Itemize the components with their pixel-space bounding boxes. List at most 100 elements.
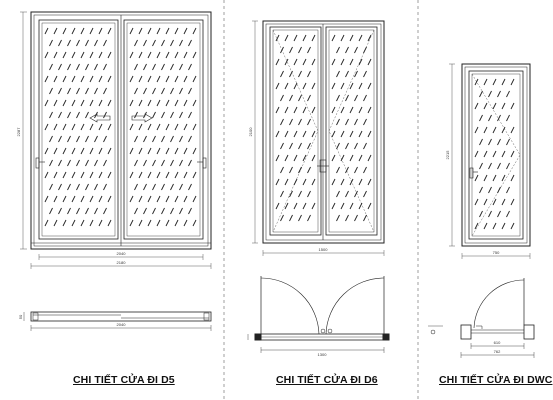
glass-hatch-stroke (161, 87, 165, 95)
glass-hatch-stroke (67, 207, 71, 215)
glass-hatch-stroke (170, 207, 174, 215)
glass-hatch-stroke (354, 166, 358, 174)
glass-hatch-stroke (170, 111, 174, 119)
glass-hatch-stroke (156, 147, 161, 155)
dwc-width-dim: 750 (493, 250, 500, 255)
glass-hatch-stroke (506, 186, 510, 194)
glass-hatch-stroke (336, 46, 340, 54)
glass-hatch-stroke (53, 99, 58, 107)
glass-hatch-dwc (474, 78, 515, 230)
d6-height-dim: 2100 (248, 127, 253, 137)
glass-hatch-stroke (170, 159, 174, 167)
glass-hatch-stroke (58, 159, 62, 167)
title-d5: CHI TIẾT CỬA ĐI D5 (73, 374, 175, 386)
glass-hatch-stroke (284, 154, 289, 162)
glass-hatch-stroke (165, 27, 170, 35)
glass-hatch-stroke (156, 219, 161, 227)
glass-hatch-stroke (497, 114, 501, 122)
glass-hatch-stroke (71, 195, 76, 203)
glass-hatch-stroke (44, 51, 49, 59)
glass-hatch-stroke (284, 202, 289, 210)
glass-hatch-stroke (358, 130, 363, 138)
glass-hatch-stroke (103, 183, 107, 191)
d6-plan-width-dim: 1300 (318, 352, 328, 357)
glass-hatch-stroke (492, 126, 497, 134)
glass-hatch-stroke (311, 82, 316, 90)
glass-hatch-stroke (506, 138, 510, 146)
glass-hatch-stroke (302, 202, 307, 210)
glass-hatch-stroke (53, 27, 58, 35)
glass-hatch-stroke (129, 75, 134, 83)
glass-hatch-stroke (188, 135, 192, 143)
glass-hatch-stroke (143, 207, 147, 215)
glass-hatch-stroke (510, 78, 515, 86)
glass-hatch-stroke (143, 159, 147, 167)
glass-hatch-stroke (152, 183, 156, 191)
glass-hatch-stroke (62, 171, 67, 179)
glass-hatch-stroke (488, 114, 492, 122)
glass-hatch-stroke (497, 138, 501, 146)
glass-hatch-stroke (174, 99, 179, 107)
glass-hatch-stroke (275, 154, 280, 162)
glass-hatch-stroke (298, 190, 302, 198)
glass-hatch-stroke (280, 214, 284, 222)
glass-hatch-stroke (85, 39, 89, 47)
glass-hatch-stroke (349, 106, 354, 114)
glass-hatch-stroke (506, 210, 510, 218)
glass-hatch-stroke (44, 27, 49, 35)
glass-hatch-stroke (183, 75, 188, 83)
glass-hatch-stroke (289, 46, 293, 54)
glass-hatch-stroke (67, 87, 71, 95)
glass-hatch-stroke (103, 135, 107, 143)
glass-hatch-stroke (506, 114, 510, 122)
glass-hatch-stroke (474, 198, 479, 206)
glass-hatch-stroke (89, 75, 94, 83)
glass-hatch-stroke (138, 171, 143, 179)
glass-hatch-stroke (358, 178, 363, 186)
glass-hatch-stroke (336, 190, 340, 198)
glass-hatch-stroke (358, 202, 363, 210)
d5-plan-section (23, 311, 212, 331)
glass-hatch-stroke (298, 142, 302, 150)
dwc-dimensions (449, 63, 531, 259)
glass-hatch-stroke (103, 63, 107, 71)
glass-hatch-stroke (156, 27, 161, 35)
glass-hatch-stroke (363, 118, 367, 126)
glass-hatch-stroke (307, 142, 311, 150)
glass-hatch-stroke (349, 58, 354, 66)
glass-hatch-stroke (479, 162, 483, 170)
dwc-plan-width-dim: 762 (494, 349, 501, 354)
glass-hatch-stroke (188, 63, 192, 71)
glass-hatch-stroke (44, 99, 49, 107)
glass-hatch-stroke (49, 207, 53, 215)
glass-hatch-stroke (183, 147, 188, 155)
glass-hatch-stroke (302, 154, 307, 162)
glass-hatch-stroke (280, 190, 284, 198)
glass-hatch-stroke (98, 147, 103, 155)
glass-hatch-stroke (506, 162, 510, 170)
glass-hatch-stroke (76, 63, 80, 71)
glass-hatch-stroke (336, 70, 340, 78)
glass-hatch-stroke (479, 90, 483, 98)
glass-hatch-stroke (85, 135, 89, 143)
glass-hatch-stroke (152, 87, 156, 95)
glass-hatch-stroke (474, 126, 479, 134)
glass-hatch-stroke (336, 166, 340, 174)
glass-hatch-stroke (284, 178, 289, 186)
glass-hatch-stroke (367, 202, 372, 210)
glass-hatch-stroke (280, 142, 284, 150)
glass-hatch-stroke (349, 202, 354, 210)
glass-hatch-stroke (58, 87, 62, 95)
glass-hatch-stroke (340, 106, 345, 114)
glass-hatch-stroke (479, 210, 483, 218)
glass-hatch-stroke (284, 82, 289, 90)
dwc-plan-section (428, 278, 535, 358)
glass-hatch-stroke (358, 154, 363, 162)
glass-hatch-stroke (188, 159, 192, 167)
glass-hatch-stroke (161, 159, 165, 167)
glass-hatch-d6-left (275, 34, 316, 222)
glass-hatch-stroke (138, 99, 143, 107)
d5-outer-width-dim: 2180 (117, 260, 127, 265)
glass-hatch-stroke (293, 130, 298, 138)
glass-hatch-stroke (307, 94, 311, 102)
